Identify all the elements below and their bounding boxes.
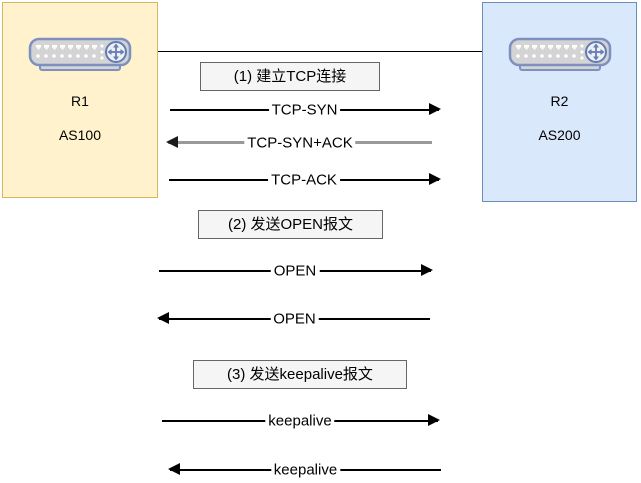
- node-r2-as: AS200: [538, 127, 581, 143]
- message-label: OPEN: [270, 262, 320, 280]
- message-label: OPEN: [270, 310, 319, 328]
- step-label-establish-tcp: (1) 建立TCP连接: [200, 62, 380, 91]
- step-label-send-open: (2) 发送OPEN报文: [198, 210, 383, 239]
- router-icon: [508, 37, 612, 73]
- message-arrow-open-left: OPEN: [157, 310, 430, 328]
- node-r1-as: AS100: [58, 127, 102, 143]
- router-icon: [28, 37, 132, 73]
- message-label: keepalive: [270, 461, 341, 479]
- message-arrow-open-right: OPEN: [159, 262, 433, 280]
- message-arrow-tcp-syn-ack: TCP-SYN+ACK: [166, 134, 432, 152]
- message-arrow-keepalive-right: keepalive: [162, 412, 440, 430]
- message-label: TCP-ACK: [268, 171, 340, 189]
- message-arrow-tcp-syn: TCP-SYN: [170, 101, 441, 119]
- node-r1-name: R1: [71, 93, 89, 109]
- message-label: keepalive: [265, 412, 335, 430]
- message-label: TCP-SYN: [268, 101, 341, 119]
- message-label: TCP-SYN+ACK: [244, 134, 356, 152]
- message-arrow-tcp-ack: TCP-ACK: [169, 171, 441, 189]
- node-r2-name: R2: [550, 93, 569, 109]
- node-r1: R1 AS100: [2, 2, 158, 198]
- router-link-line: [129, 51, 509, 52]
- node-r2: R2 AS200: [482, 2, 637, 202]
- message-arrow-keepalive-left: keepalive: [168, 461, 441, 479]
- step-label-send-keepalive: (3) 发送keepalive报文: [193, 360, 407, 389]
